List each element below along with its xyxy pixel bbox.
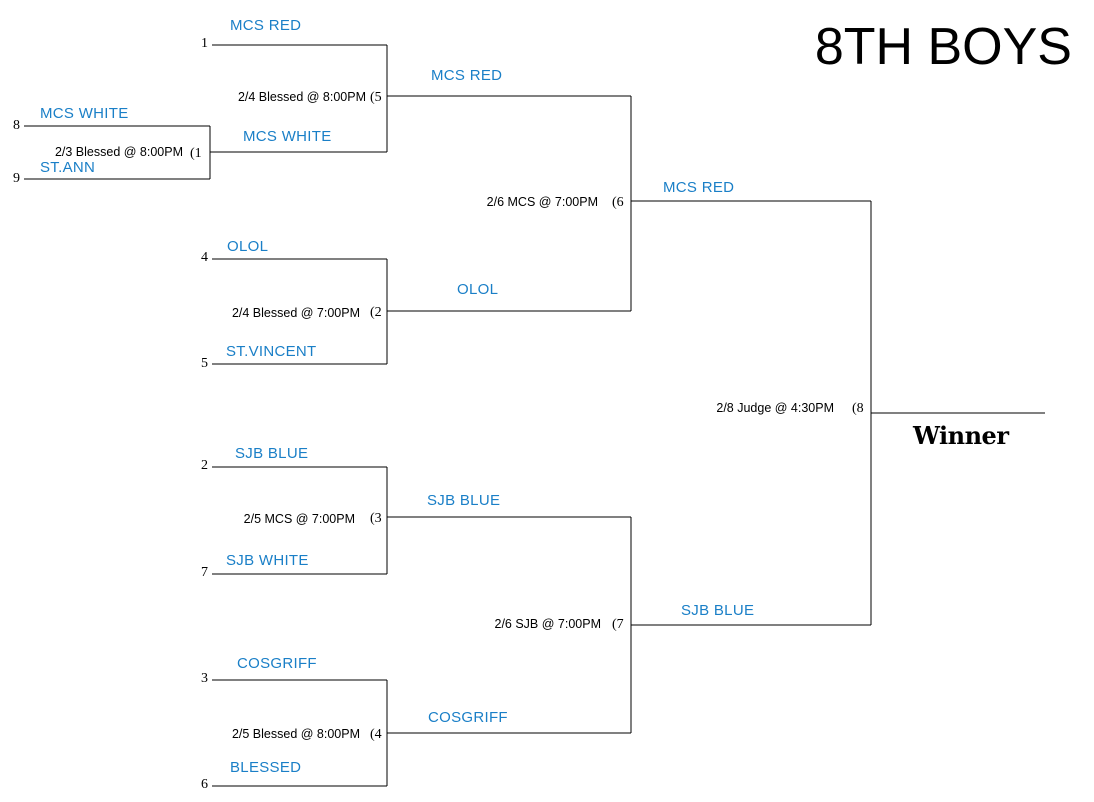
advancing-team: COSGRIFF <box>428 709 508 726</box>
advancing-team: SJB BLUE <box>427 492 500 509</box>
advancing-team: MCS RED <box>431 67 502 84</box>
advancing-team: MCS RED <box>663 179 734 196</box>
seed-number: 9 <box>13 171 20 186</box>
seeded-teams: MCS RED MCS WHITE ST.ANN OLOL ST.VINCENT… <box>40 17 317 776</box>
seed-number: 6 <box>201 777 208 792</box>
bracket-title: 8TH BOYS <box>815 18 1072 76</box>
game-info: 2/8 Judge @ 4:30PM <box>716 401 834 415</box>
team-name: ST.VINCENT <box>226 343 317 360</box>
team-name: ST.ANN <box>40 159 95 176</box>
game-number: (6 <box>612 195 624 210</box>
game-number: (8 <box>852 401 864 416</box>
game-info: 2/4 Blessed @ 8:00PM <box>238 90 366 104</box>
game-number: (2 <box>370 305 382 320</box>
winner-label: Winner <box>912 421 1009 450</box>
game-schedule: 2/3 Blessed @ 8:00PM (1 2/4 Blessed @ 7:… <box>55 90 864 742</box>
team-name: SJB WHITE <box>226 552 309 569</box>
team-name: MCS WHITE <box>40 105 129 122</box>
advancing-team: OLOL <box>457 281 498 298</box>
advancing-teams: MCS WHITE OLOL SJB BLUE COSGRIFF MCS RED… <box>243 67 754 726</box>
game-info: 2/3 Blessed @ 8:00PM <box>55 145 183 159</box>
seed-number: 8 <box>13 118 20 133</box>
team-name: MCS RED <box>230 17 301 34</box>
game-number: (5 <box>370 90 382 105</box>
advancing-team: MCS WHITE <box>243 128 332 145</box>
team-name: BLESSED <box>230 759 301 776</box>
team-name: COSGRIFF <box>237 655 317 672</box>
game-info: 2/6 MCS @ 7:00PM <box>487 195 598 209</box>
bracket-lines <box>24 44 1045 787</box>
game-info: 2/5 MCS @ 7:00PM <box>244 512 355 526</box>
game-info: 2/6 SJB @ 7:00PM <box>495 617 602 631</box>
game-number: (3 <box>370 511 382 526</box>
game-number: (1 <box>190 146 202 161</box>
game-info: 2/4 Blessed @ 7:00PM <box>232 306 360 320</box>
seed-number: 4 <box>201 250 208 265</box>
game-number: (7 <box>612 617 624 632</box>
seed-number: 2 <box>201 458 208 473</box>
team-name: OLOL <box>227 238 268 255</box>
seed-number: 5 <box>201 356 208 371</box>
team-name: SJB BLUE <box>235 445 308 462</box>
game-info: 2/5 Blessed @ 8:00PM <box>232 727 360 741</box>
game-number: (4 <box>370 727 382 742</box>
seed-number: 3 <box>201 671 208 686</box>
seed-numbers: 1 8 9 4 5 2 7 3 6 <box>13 36 208 792</box>
advancing-team: SJB BLUE <box>681 602 754 619</box>
seed-number: 1 <box>201 36 208 51</box>
seed-number: 7 <box>201 565 208 580</box>
